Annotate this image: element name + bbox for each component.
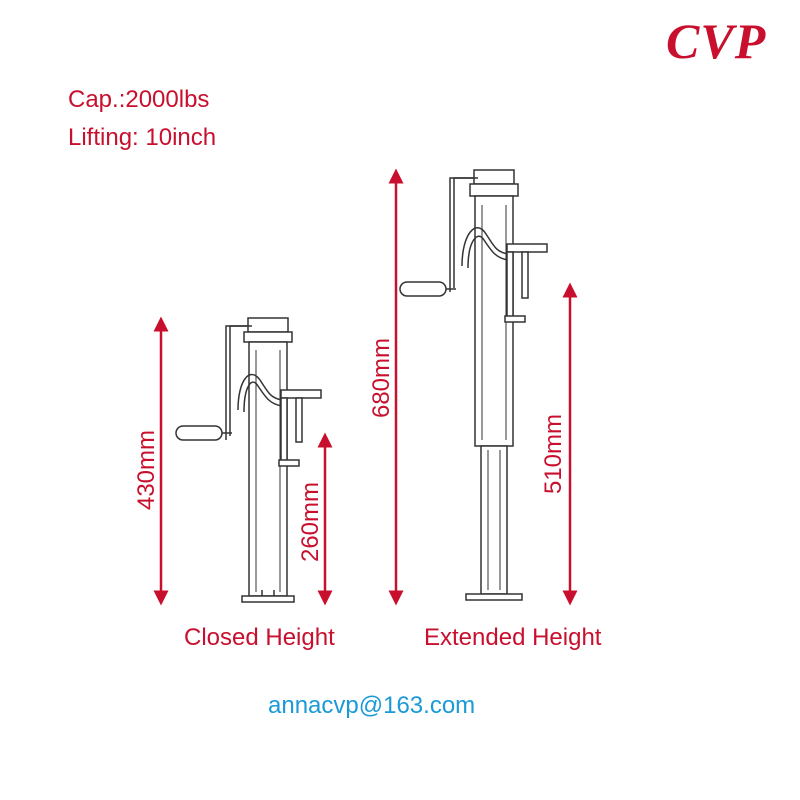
closed-jack (175, 317, 322, 603)
lifting-spec: Lifting: 10inch (68, 124, 217, 151)
capacity-spec: Cap.:2000lbs (68, 86, 210, 113)
closed-lower-label: 260mm (297, 482, 324, 562)
closed-total-label: 430mm (133, 430, 160, 510)
extended-lower-label: 510mm (540, 414, 567, 494)
extended-height-caption: Extended Height (424, 624, 602, 651)
closed-height-caption: Closed Height (184, 624, 335, 651)
brand-logo: CVP (666, 13, 767, 69)
extended-total-label: 680mm (368, 338, 395, 418)
contact-email-link[interactable]: annacvp@163.com (268, 692, 476, 719)
extended-jack (399, 169, 548, 601)
